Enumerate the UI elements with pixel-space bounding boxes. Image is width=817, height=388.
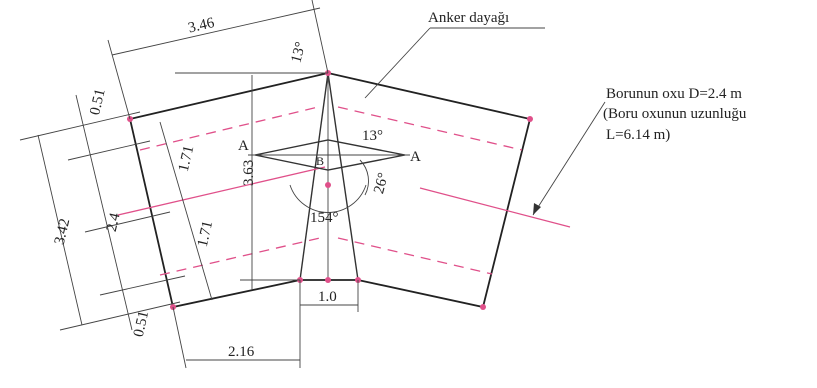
section-label-center: B: [316, 154, 324, 168]
label-pipe-axis-2: (Boru oxunun uzunluğu: [603, 106, 747, 122]
dim-left-inner: [75, 94, 133, 331]
section-label-left: A: [238, 138, 249, 154]
angle-arc-26: [359, 159, 369, 196]
dim-label-left-middle: 2.4: [104, 211, 124, 233]
dim-label-left-bottom: 0.51: [131, 309, 152, 338]
pipe-axis-right: [419, 187, 571, 228]
dim-left-tick1: [19, 111, 141, 141]
dim-inner-line: [159, 121, 213, 301]
label-anchor-support: Anker dayağı: [428, 10, 509, 26]
dim-label-angle-right-top: 13°: [362, 128, 383, 144]
angle-arc-154: [289, 184, 367, 213]
node-marker: [527, 116, 533, 122]
dim-top-ext-right: [311, 0, 329, 74]
dim-left-tick5: [59, 301, 181, 331]
dim-left-tick3: [84, 211, 171, 233]
leader-axis-arrowhead: [533, 203, 541, 215]
dim-label-angle-center: 154°: [310, 210, 339, 226]
leader-axis: [532, 101, 606, 216]
dim-label-top-length: 3.46: [187, 15, 217, 37]
node-marker: [480, 304, 486, 310]
dim-top-line: [111, 7, 321, 56]
dim-label-left-top: 0.51: [87, 87, 108, 116]
label-pipe-axis-1: Borunun oxu D=2.4 m: [606, 86, 742, 102]
dim-label-left-total: 3.42: [52, 217, 73, 246]
pipe-lower-edge-left: [159, 237, 321, 276]
dim-left-tick4: [99, 275, 186, 296]
wedge-left-edge: [299, 72, 329, 281]
wedge-right-edge: [327, 72, 359, 281]
pipe-upper-edge-right: [337, 106, 523, 151]
label-pipe-axis-3: L=6.14 m): [606, 127, 670, 143]
pipe-lower-edge-right: [337, 237, 493, 275]
dim-label-inner-lower: 1.71: [195, 219, 216, 248]
node-marker: [325, 277, 331, 283]
dim-left-outer: [37, 134, 83, 326]
pipe-axis-left: [117, 166, 326, 216]
dim-label-angle-right: 26°: [371, 171, 392, 195]
dim-left-tick2: [67, 140, 151, 161]
dim-label-top-angle: 13°: [288, 40, 309, 64]
section-label-right: A: [410, 149, 421, 165]
dim-label-bottom-length: 2.16: [228, 344, 255, 360]
leader-anchor: [364, 27, 431, 99]
dim-bottom-ext-left: [172, 306, 187, 369]
dim-label-base-width: 1.0: [318, 289, 337, 305]
block-outline: [129, 72, 532, 309]
pipe-upper-edge-left: [139, 106, 319, 151]
dim-label-height: 3.63: [241, 160, 257, 186]
node-marker: [325, 182, 331, 188]
dim-label-inner-upper: 1.71: [176, 144, 197, 173]
dim-top-ext-left: [107, 39, 131, 120]
